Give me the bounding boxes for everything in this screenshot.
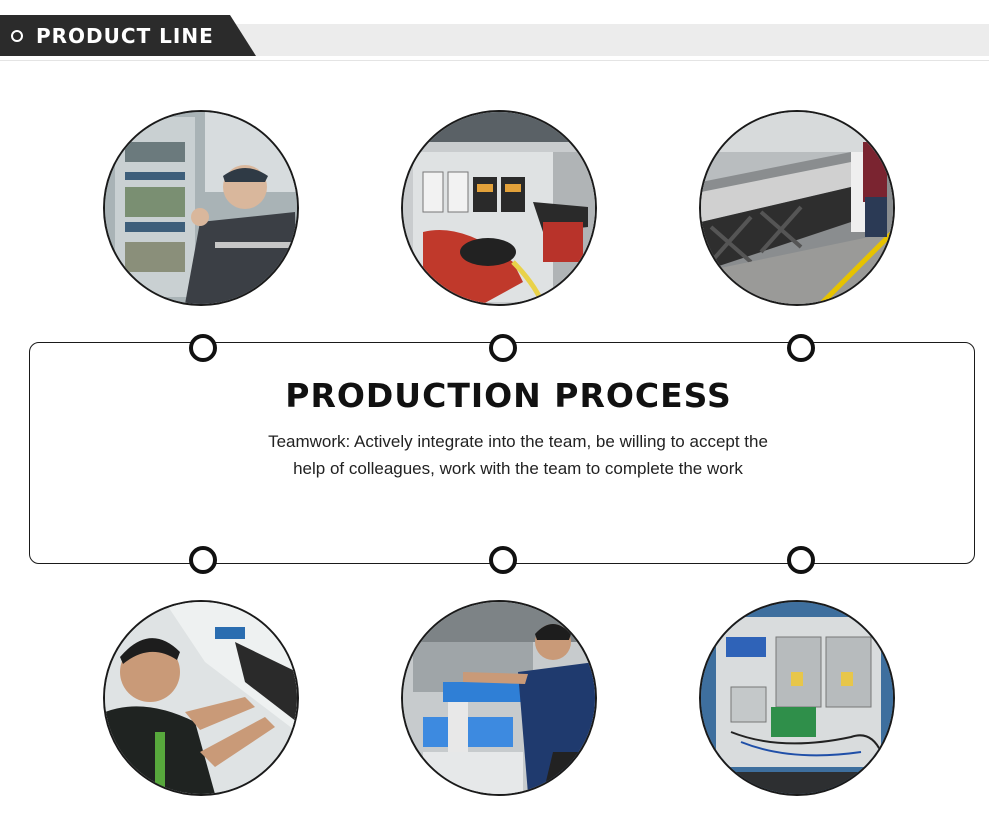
timeline-node	[787, 546, 815, 574]
photo-worker-assembling	[103, 600, 299, 796]
product-line-header: PRODUCT LINE	[0, 0, 989, 62]
timeline-node	[189, 546, 217, 574]
photo-control-cabinet	[401, 110, 597, 306]
process-title: PRODUCTION PROCESS	[285, 376, 732, 415]
header-tab	[0, 15, 256, 56]
photo-marking-machine-operator	[401, 600, 597, 796]
photo-laser-cutting-bed	[699, 110, 895, 306]
photo-electrical-wiring	[103, 110, 299, 306]
production-process-panel	[29, 342, 975, 564]
timeline-node	[489, 546, 517, 574]
timeline-node	[787, 334, 815, 362]
process-description: Teamwork: Actively integrate into the te…	[268, 432, 768, 478]
photo-power-supply-panel	[699, 600, 895, 796]
timeline-node	[189, 334, 217, 362]
section-title: PRODUCT LINE	[36, 24, 214, 48]
header-divider	[0, 60, 989, 61]
timeline-node	[489, 334, 517, 362]
ring-bullet-icon	[11, 30, 23, 42]
